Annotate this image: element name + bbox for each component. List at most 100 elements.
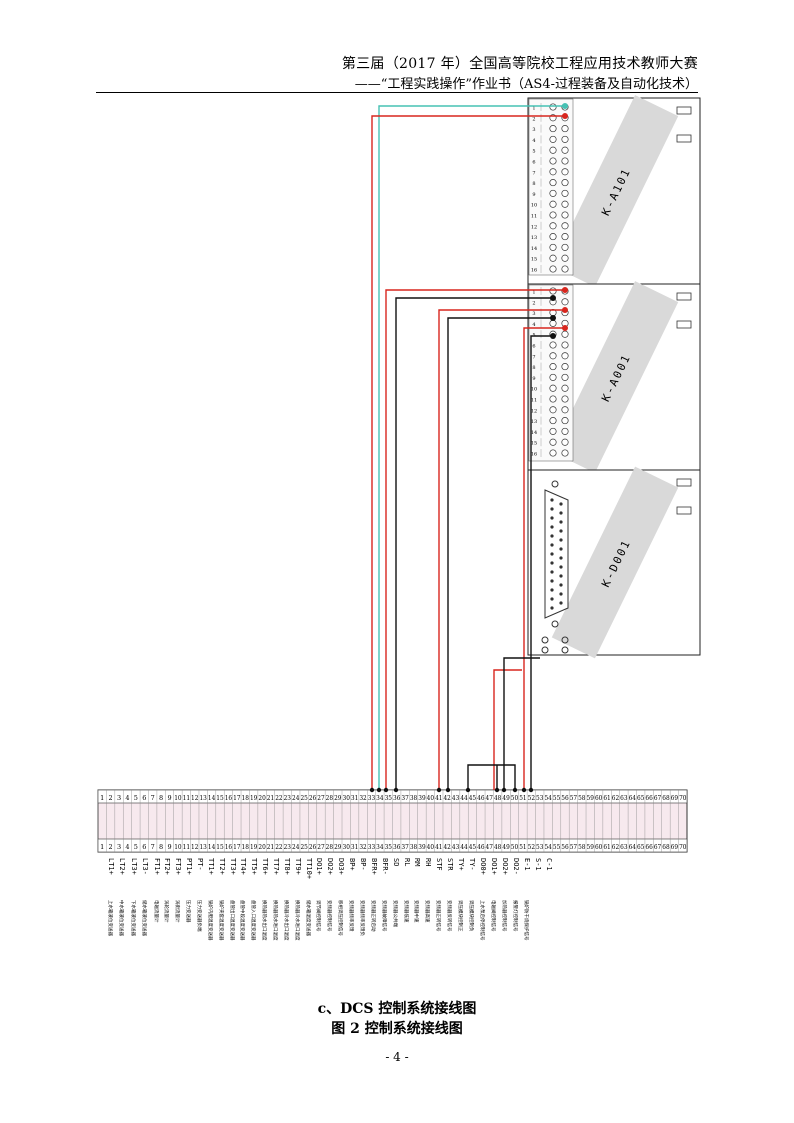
terminal-number-bottom: 11	[183, 843, 190, 851]
signal-description: 上水泵启停控制信号	[479, 900, 486, 941]
screw-terminal	[541, 646, 549, 654]
signal-label: C-1	[545, 858, 553, 871]
screw-terminal	[549, 211, 557, 219]
terminal-number-bottom: 26	[309, 843, 316, 851]
screw-terminal	[549, 222, 557, 230]
signal-code: RL	[403, 858, 411, 866]
screw-terminal	[549, 179, 557, 187]
terminal-number-bottom: 30	[343, 843, 350, 851]
signal-code: S-1	[534, 858, 542, 871]
screw-terminal	[561, 363, 569, 371]
terminal-number-bottom: 58	[578, 843, 585, 851]
terminal-number-bottom: 7	[151, 843, 155, 851]
signal-label: LT2+中水箱液位变送器	[118, 858, 126, 936]
signal-description: 涡轮流量计	[163, 900, 170, 923]
signal-label: DO2+变频器控制信号	[326, 858, 334, 932]
terminal-number-bottom: 6	[142, 843, 146, 851]
signal-description: 压力变送器负端	[196, 900, 203, 932]
channel-label: 3	[532, 127, 535, 133]
channel-label: 8	[532, 365, 535, 371]
terminal-number-top: 20	[258, 794, 265, 802]
signal-code: BFR+	[370, 858, 378, 875]
terminal-number-top: 35	[385, 794, 392, 802]
channel-label: 13	[531, 419, 537, 425]
wire-terminal-dot	[393, 787, 399, 793]
screw-terminal	[549, 157, 557, 165]
signal-code: DO0+	[479, 858, 487, 875]
db-pin	[559, 556, 563, 560]
header-title: 第三届（2017 年）全国高等院校工程应用技术教师大赛	[341, 56, 698, 72]
terminal-number-top: 34	[376, 794, 383, 802]
terminal-number-top: 27	[317, 794, 324, 802]
signal-label: TT5+盘管入口温度变送器	[250, 858, 258, 941]
signal-label: TT8+换热器冷水出口温度	[283, 858, 291, 941]
screw-terminal	[549, 352, 557, 360]
signal-description: 盘管中段温度变送器	[239, 900, 246, 941]
wire	[385, 289, 565, 790]
signal-description: 储水箱液位变送器	[141, 900, 148, 936]
terminal-number-top: 17	[233, 794, 240, 802]
terminal-number-bottom: 34	[376, 843, 383, 851]
terminal-number-bottom: 45	[469, 843, 476, 851]
wire-end-dot	[562, 287, 568, 293]
channel-label: 5	[532, 149, 535, 155]
module-body	[551, 281, 679, 473]
screw-terminal	[549, 135, 557, 143]
screw-terminal	[549, 254, 557, 262]
signal-label: FT1+电磁流量计	[153, 858, 161, 923]
terminal-number-bottom: 62	[612, 843, 619, 851]
db-pin	[550, 543, 554, 547]
terminal-number-top: 39	[418, 794, 425, 802]
terminal-number-top: 50	[511, 794, 518, 802]
terminal-number-bottom: 2	[109, 843, 113, 851]
wire-end-dot	[562, 113, 568, 119]
terminal-number-top: 58	[578, 794, 585, 802]
signal-code: BFR-	[381, 858, 389, 875]
terminal-number-bottom: 17	[233, 843, 240, 851]
wire	[447, 317, 553, 790]
terminal-number-bottom: 60	[595, 843, 602, 851]
signal-description: 变频器控制信号	[326, 900, 333, 932]
signal-code: TY-	[468, 858, 476, 871]
signal-code: DO2+	[501, 858, 509, 875]
terminal-number-bottom: 12	[191, 843, 198, 851]
db-pin	[559, 538, 563, 542]
terminal-number-top: 21	[267, 794, 274, 802]
signal-label: TT10+储水箱温度变送器	[305, 858, 313, 936]
screw-terminal	[549, 103, 557, 111]
terminal-number-top: 4	[125, 794, 129, 802]
signal-description: 变频器反转信号	[446, 900, 453, 932]
signal-code: SD	[392, 858, 400, 866]
signal-code: BP-	[359, 858, 367, 871]
db-pin	[559, 583, 563, 587]
terminal-number-bottom: 15	[216, 843, 223, 851]
wire-end-dot	[562, 325, 568, 331]
terminal-number-top: 19	[250, 794, 257, 802]
signal-code: DO2-	[512, 858, 520, 875]
terminal-number-bottom: 35	[385, 843, 392, 851]
channel-label: 15	[531, 257, 537, 263]
terminal-number-top: 61	[603, 794, 610, 802]
signal-label: PT1+压力变送器	[185, 858, 193, 923]
terminal-number-bottom: 41	[435, 843, 442, 851]
terminal-number-bottom: 61	[603, 843, 610, 851]
terminal-number-bottom: 5	[134, 843, 138, 851]
screw-terminal	[549, 438, 557, 446]
terminal-number-bottom: 4	[125, 843, 129, 851]
terminal-number-bottom: 1	[100, 843, 104, 851]
terminal-number-bottom: 8	[159, 843, 163, 851]
signal-label: DO2-报警灯控制信号	[512, 858, 520, 932]
channel-label: 7	[532, 354, 535, 360]
terminal-number-bottom: 66	[645, 843, 652, 851]
terminal-number-top: 23	[284, 794, 291, 802]
screw-terminal	[549, 287, 557, 295]
channel-label: 6	[532, 344, 535, 350]
wire-terminal-dot	[445, 787, 451, 793]
terminal-number-top: 62	[612, 794, 619, 802]
db-pin	[559, 529, 563, 533]
terminal-number-top: 70	[679, 794, 686, 802]
db-pin	[559, 511, 563, 515]
connector-icon	[676, 106, 692, 115]
signal-code: PT1+	[185, 858, 193, 875]
